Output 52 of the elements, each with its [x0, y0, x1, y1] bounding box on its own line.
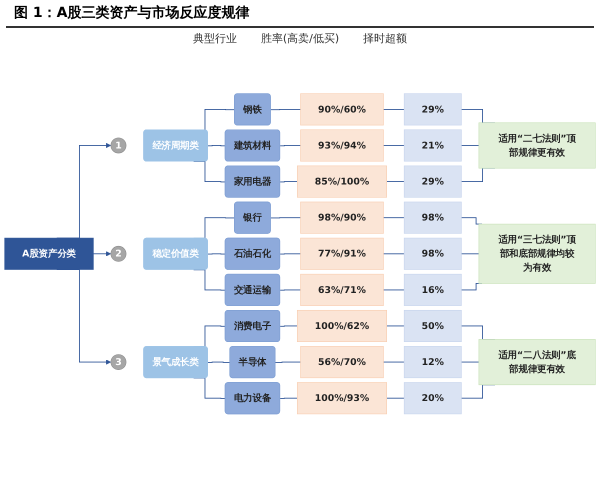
column-header: 典型行业: [192, 31, 237, 46]
connector: [280, 145, 301, 146]
connector: [386, 398, 405, 399]
node-circle: 3: [110, 354, 126, 370]
node-box: 21%: [404, 130, 462, 162]
node-box: 85%/100%: [296, 166, 387, 198]
node-box: 98%/90%: [300, 202, 384, 234]
connector: [460, 145, 480, 146]
connector: [207, 254, 226, 255]
arrow: [92, 251, 112, 257]
node-box: 98%: [404, 238, 462, 270]
connector: [270, 217, 301, 219]
node-box: 29%: [404, 166, 462, 198]
connector: [280, 326, 298, 327]
node-box: 56%/70%: [300, 346, 384, 378]
node-box: 77%/91%: [300, 238, 384, 270]
node-box: A股资产分类: [4, 238, 94, 270]
connector: [383, 109, 405, 110]
node-box: 50%: [404, 310, 462, 342]
connector: [280, 398, 298, 400]
node-box: 63%/71%: [300, 274, 384, 306]
node-box: 93%/94%: [300, 130, 384, 162]
connector: [275, 362, 301, 364]
node-box: 适用“二八法则”底部规律更有效: [478, 339, 596, 386]
connector: [386, 181, 405, 182]
connector: [280, 254, 301, 255]
node-box: 90%/60%: [300, 94, 384, 126]
node-box: 16%: [404, 274, 462, 306]
connector: [460, 362, 480, 363]
node-box: 20%: [404, 382, 462, 414]
connector: [280, 290, 301, 291]
node-box: 100%/62%: [296, 310, 387, 342]
connector: [270, 109, 301, 110]
node-circle: 2: [110, 246, 126, 262]
connector: [383, 290, 405, 291]
node-circle: 1: [110, 138, 126, 154]
connector: [280, 181, 298, 183]
connector: [386, 326, 405, 327]
connector: [383, 362, 405, 363]
node-box: 29%: [404, 94, 462, 126]
connector: [207, 362, 230, 364]
node-box: 12%: [404, 346, 462, 378]
connector: [207, 145, 226, 146]
figure-title: 图 1：A股三类资产与市场反应度规律: [6, 0, 594, 28]
column-header: 择时超额: [363, 31, 408, 46]
node-box: 98%: [404, 202, 462, 234]
node-box: 适用“三七法则”顶部和底部规律均较为有效: [478, 224, 596, 284]
connector: [383, 145, 405, 146]
node-box: 100%/93%: [296, 382, 387, 414]
connector: [383, 217, 405, 218]
node-box: 适用“二七法则”顶部规律更有效: [478, 122, 596, 169]
column-header: 胜率(高卖/低买): [260, 31, 340, 46]
